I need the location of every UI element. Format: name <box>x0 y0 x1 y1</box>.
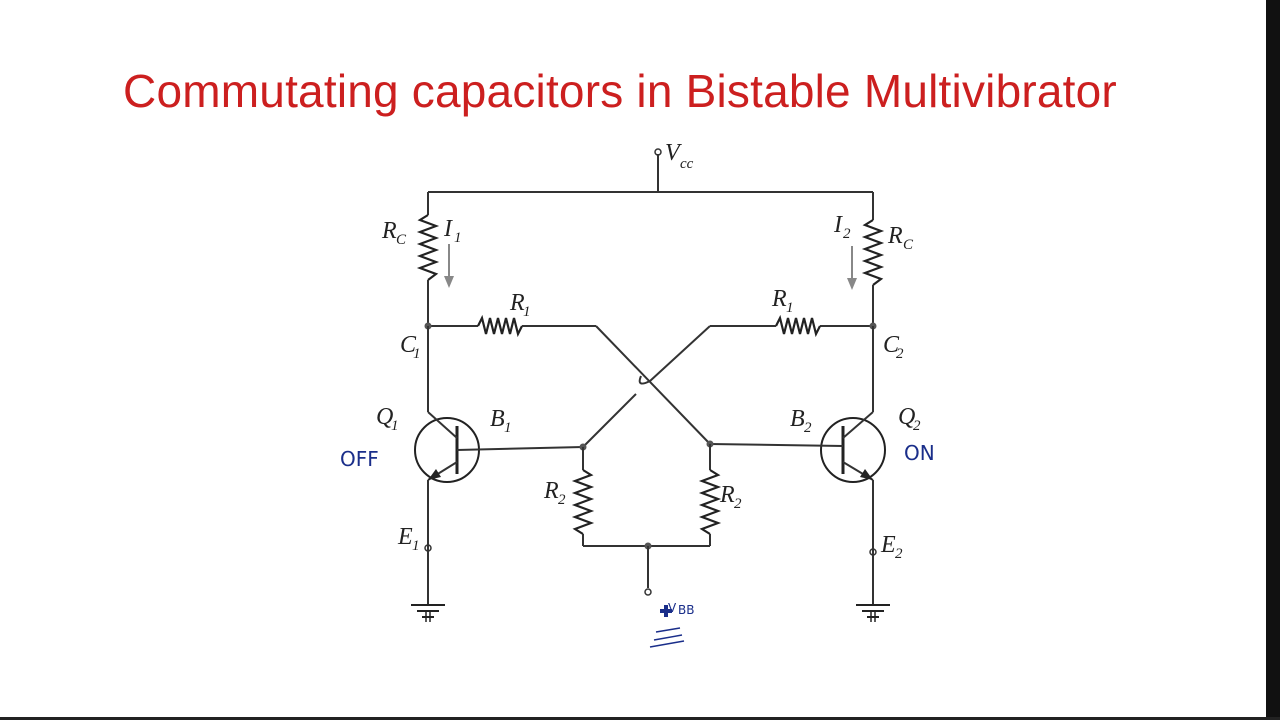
coupling-resistor-left: R 1 <box>428 290 711 445</box>
vcc-rail: V cc <box>428 140 873 193</box>
base-resistor-left: R 2 <box>543 447 595 546</box>
collector-node-left: C 1 <box>400 322 432 362</box>
q2-state-note: ON <box>904 441 935 465</box>
q2-label: Q <box>898 404 915 430</box>
r2-left-label: R <box>543 478 559 504</box>
emitter-right: E 2 <box>856 480 903 622</box>
r1-left-label: R <box>509 290 525 316</box>
rc-left-label-sub: C <box>396 232 407 248</box>
vbb-label-sub: BB <box>678 603 694 617</box>
current-arrow-left: I 1 <box>443 216 462 288</box>
c2-label-sub: 2 <box>896 346 904 362</box>
base-node-left: B 1 <box>490 406 587 451</box>
i2-label-sub: 2 <box>843 226 851 242</box>
q1-label-sub: 1 <box>391 418 399 434</box>
slide-title: Commutating capacitors in Bistable Multi… <box>123 65 1117 117</box>
r2-left-label-sub: 2 <box>558 492 566 508</box>
rc-right-label: R <box>887 223 903 249</box>
coupling-resistor-right: R 1 <box>582 286 873 448</box>
b1-label: B <box>490 406 505 432</box>
transistor-q1: Q 1 OFF <box>340 326 584 483</box>
e2-label: E <box>880 532 896 558</box>
ground-left-icon <box>411 604 445 622</box>
base-node-right: B 2 <box>706 406 812 448</box>
e1-label: E <box>397 524 413 550</box>
e1-label-sub: 1 <box>412 538 420 554</box>
e2-label-sub: 2 <box>895 546 903 562</box>
i2-label: I <box>833 212 843 238</box>
slide-edge-right <box>1266 0 1280 720</box>
vbb-label: V <box>668 601 677 615</box>
base-resistor-right: R 2 <box>698 444 742 546</box>
slide-edge-bottom <box>0 717 1280 720</box>
collector-resistor-left: R C <box>381 192 440 326</box>
current-arrow-right: I 2 <box>833 212 857 290</box>
c2-label: C <box>883 332 900 358</box>
q1-state-note: OFF <box>340 447 379 471</box>
r1-right-label-sub: 1 <box>786 300 794 316</box>
r1-left-label-sub: 1 <box>523 304 531 320</box>
q2-label-sub: 2 <box>913 418 921 434</box>
vcc-label: V <box>665 140 682 166</box>
ground-right-icon <box>856 604 890 622</box>
b2-label-sub: 2 <box>804 420 812 436</box>
vcc-label-sub: cc <box>680 156 694 172</box>
b1-label-sub: 1 <box>504 420 512 436</box>
q1-label: Q <box>376 404 393 430</box>
r2-right-label-sub: 2 <box>734 496 742 512</box>
i1-label: I <box>443 216 453 242</box>
vbb-bias: V BB <box>583 542 710 648</box>
collector-node-right: C 2 <box>869 322 904 362</box>
r1-right-label: R <box>771 286 787 312</box>
transistor-q2: Q 2 ON <box>709 326 935 483</box>
c1-label-sub: 1 <box>413 346 421 362</box>
i1-label-sub: 1 <box>454 230 462 246</box>
r2-right-label: R <box>719 482 735 508</box>
emitter-left: E 1 <box>397 480 445 622</box>
collector-resistor-right: R C <box>861 192 914 326</box>
b2-label: B <box>790 406 805 432</box>
c1-label: C <box>400 332 417 358</box>
rc-right-label-sub: C <box>903 237 914 253</box>
rc-left-label: R <box>381 218 397 244</box>
handwritten-ground-icon <box>655 627 681 633</box>
